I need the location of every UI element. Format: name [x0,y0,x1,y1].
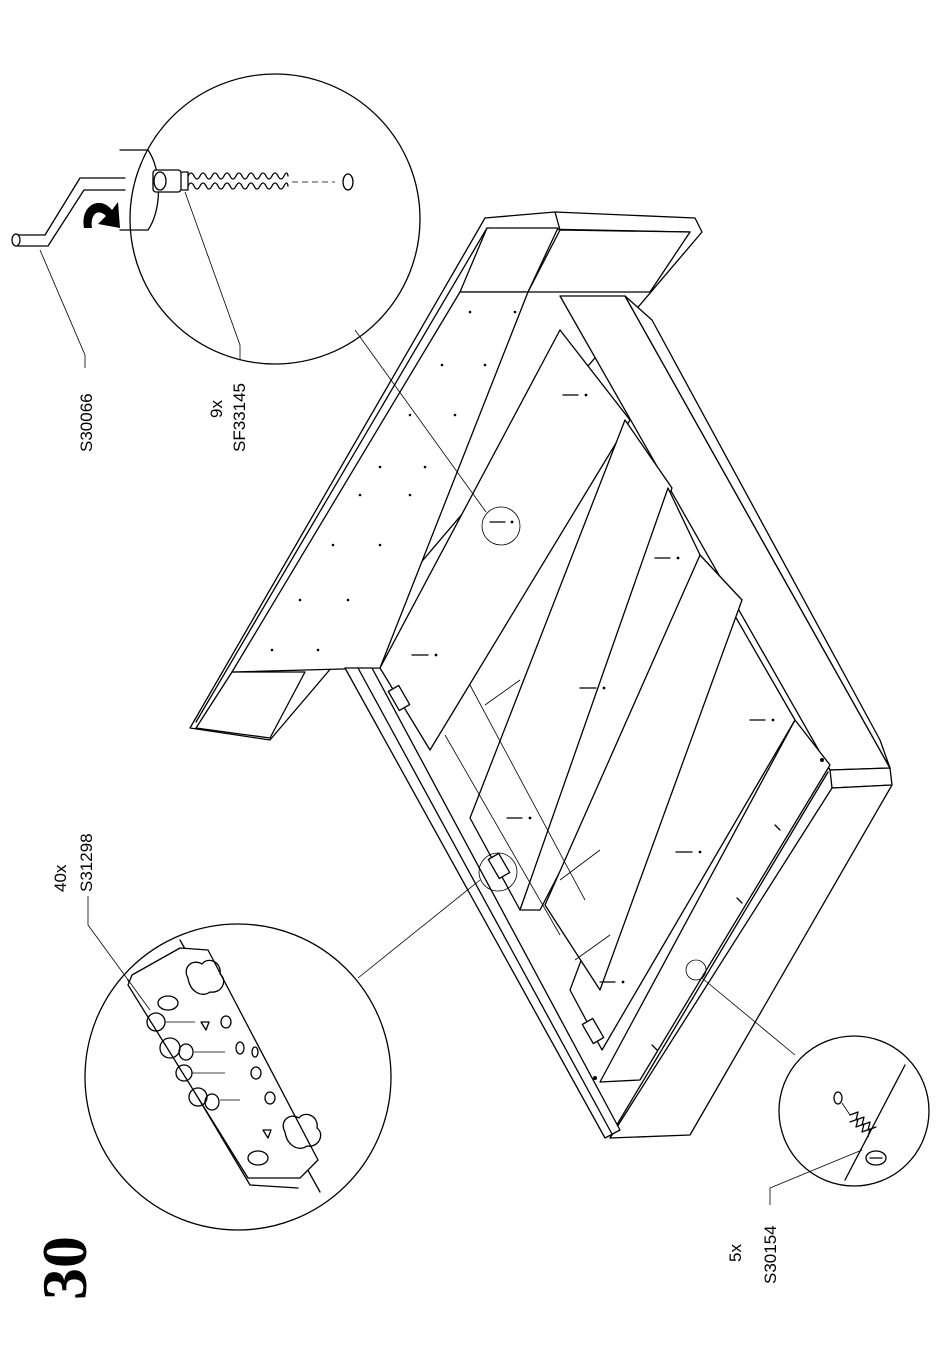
step-number: 30 [29,1236,100,1300]
leader-tool [40,250,85,368]
rotate-arrow-icon [83,202,120,228]
left-screw-qty-label: 40x [51,864,70,892]
right-screw-code-label: S30154 [761,1225,780,1284]
left-screw-code-label: S31298 [77,833,96,892]
right-screw-qty-label: 5x [726,1244,745,1262]
bolt-icon [153,170,353,192]
bolt-qty-label: 9x [207,400,226,418]
leader-bolt [185,192,240,360]
detail-leader-left [358,880,480,978]
step-number-text: 30 [29,1236,100,1300]
screw-icon [834,1092,886,1165]
bolt-code-label: SF33145 [230,383,249,452]
detail-left: 40x S31298 [51,833,480,1230]
tool-code-label: S30066 [77,393,96,452]
leader-right-screw [770,1150,862,1205]
bed-frame [190,212,892,1138]
detail-circle-top [130,74,420,364]
bracket-plate [128,948,321,1178]
